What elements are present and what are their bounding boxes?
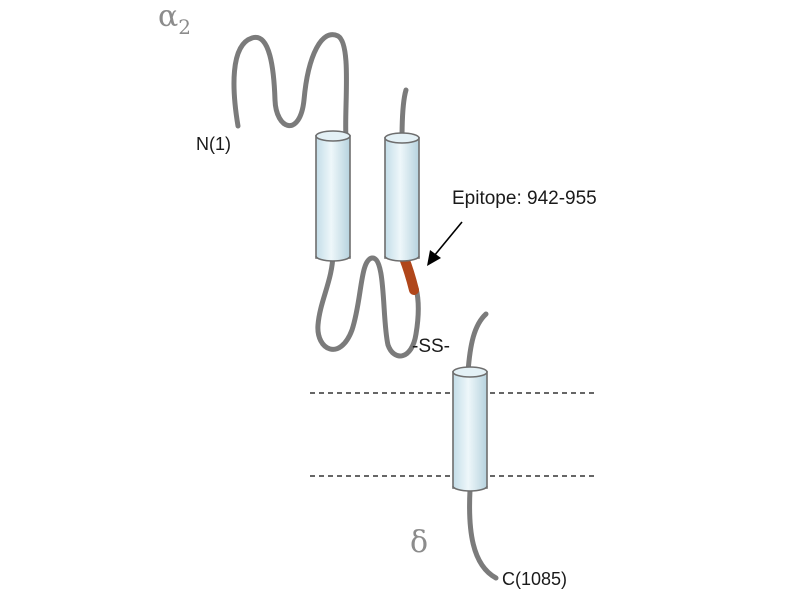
alpha2-helix-cylinder-1	[315, 130, 351, 262]
c-terminus-label: C(1085)	[502, 569, 567, 589]
epitope-segment	[399, 253, 419, 295]
alpha2-n-terminal-loop	[231, 32, 349, 141]
epitope-arrow	[427, 221, 463, 266]
disulfide-bond-label: -SS-	[412, 336, 450, 357]
delta-label: δ	[410, 525, 428, 560]
delta-n-terminal-stub	[465, 311, 489, 375]
epitope-label: Epitope: 942-955	[452, 188, 597, 209]
delta-c-terminal-tail	[467, 487, 499, 581]
delta-transmembrane-cylinder	[452, 366, 488, 492]
alpha2-lower-loop	[315, 249, 421, 359]
alpha-label: α2	[158, 0, 191, 39]
alpha2-helix-cylinder-2	[384, 132, 420, 262]
n-terminus-label: N(1)	[196, 134, 231, 154]
